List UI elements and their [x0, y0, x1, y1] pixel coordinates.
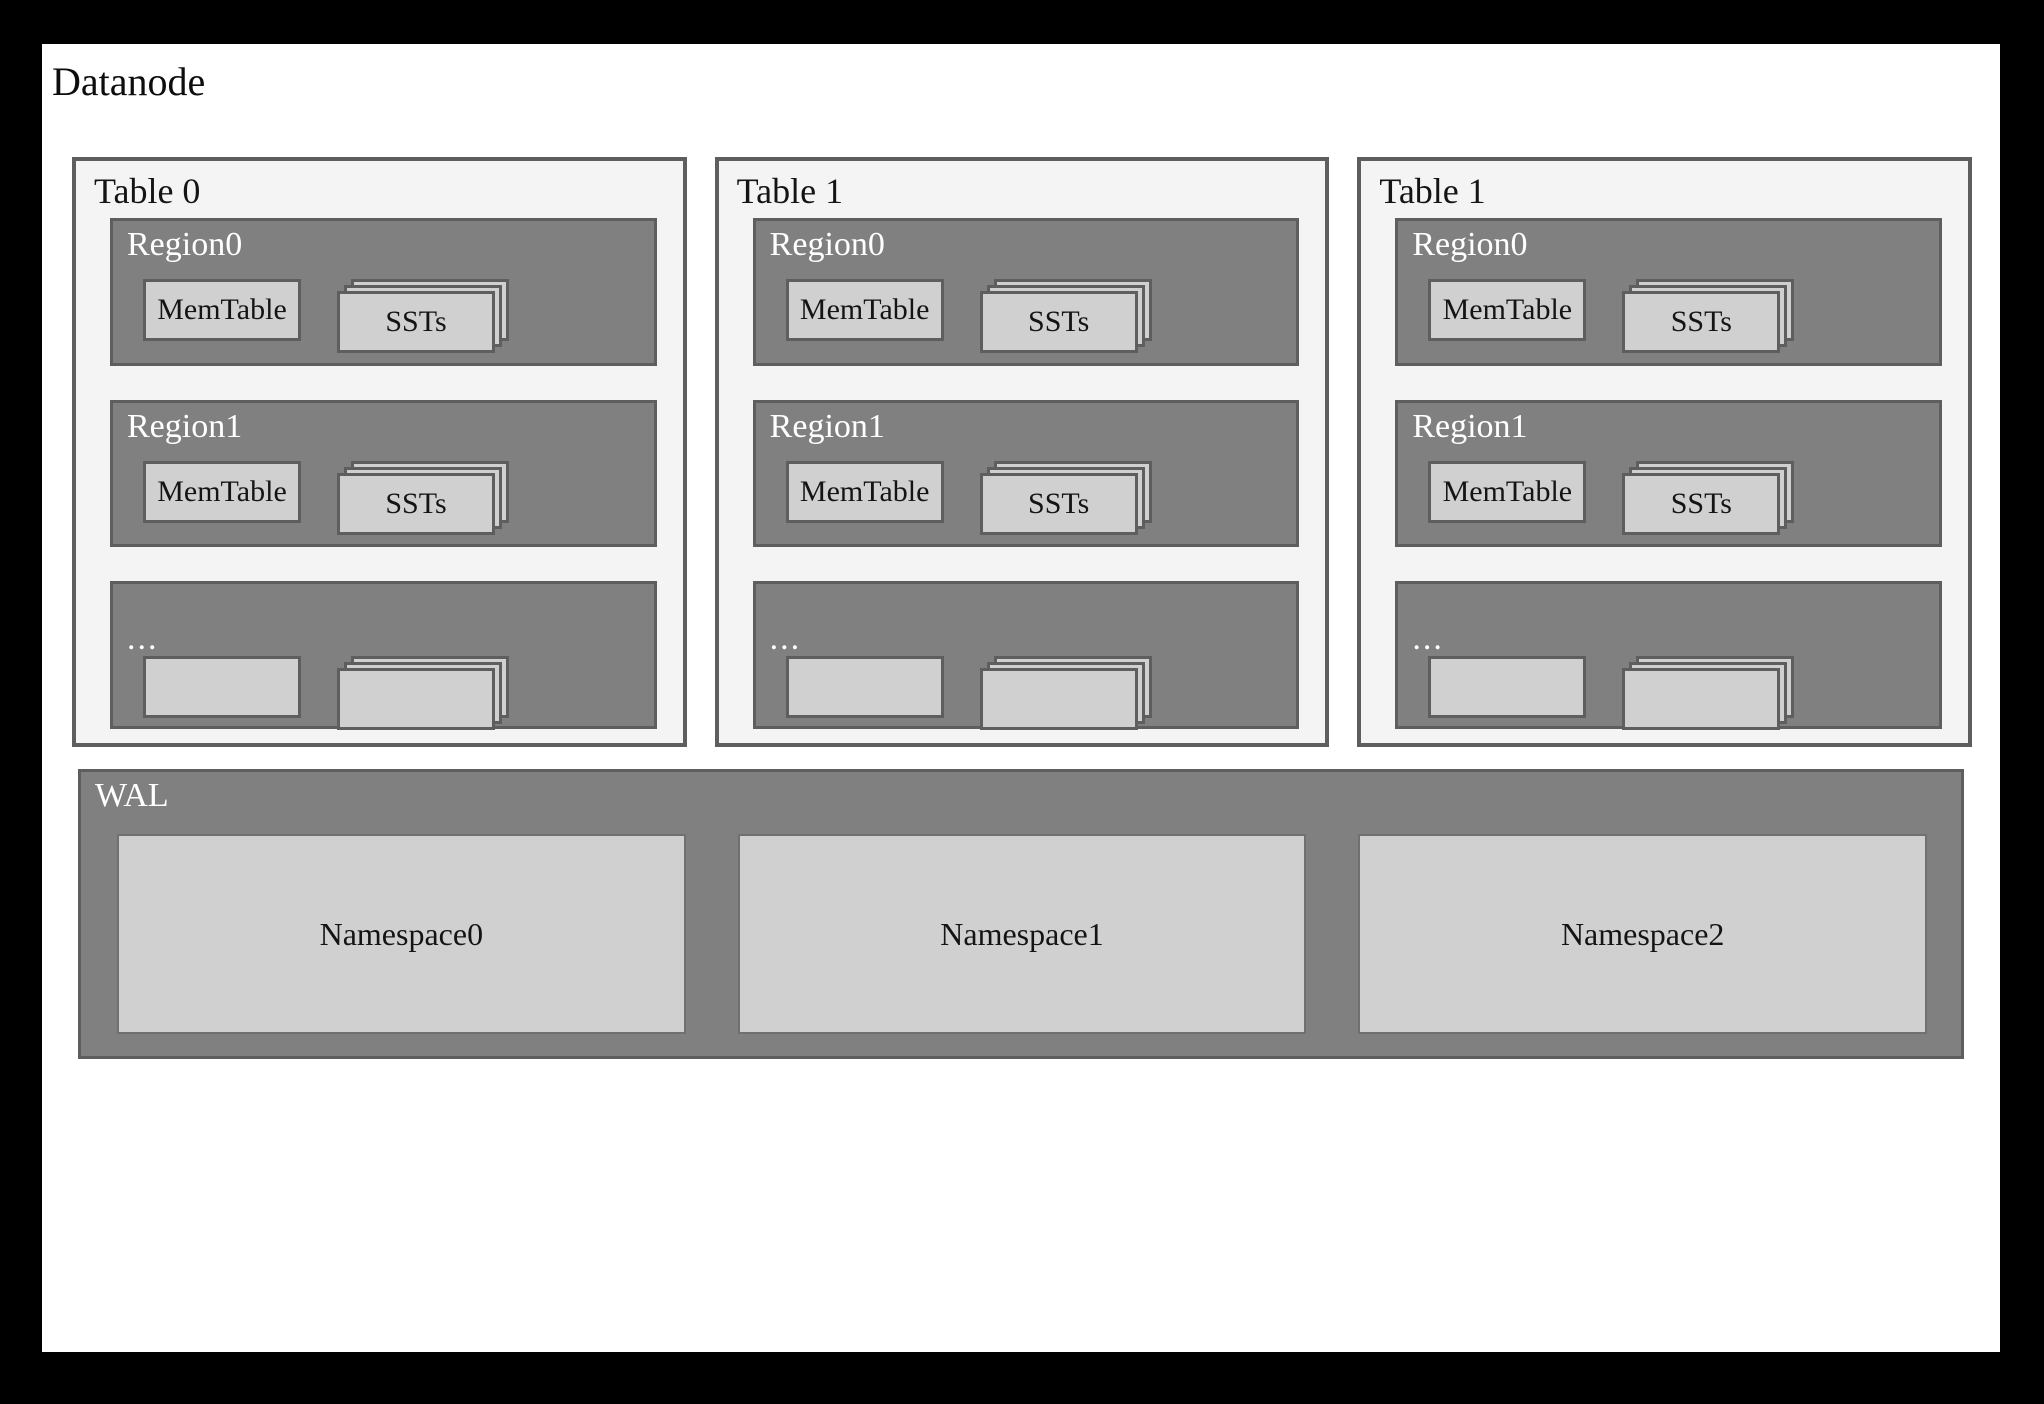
regions-wrap: Region0 MemTable SSTs Region1 — [752, 218, 1300, 731]
memtable-card[interactable]: MemTable — [1428, 279, 1587, 341]
page-title: Datanode — [52, 59, 206, 104]
region-label: Region0 — [127, 226, 243, 263]
sst-stack[interactable]: SSTs — [979, 460, 1152, 535]
sst-sheet-front[interactable]: SSTs — [979, 291, 1138, 353]
memtable-card[interactable]: MemTable — [785, 460, 944, 523]
region-body — [785, 656, 1279, 731]
sst-sheet-front[interactable]: SSTs — [1622, 291, 1781, 353]
regions-wrap: Region0 MemTable SSTs Region1 — [1395, 218, 1943, 731]
sst-stack[interactable]: SSTs — [1622, 460, 1795, 535]
table-panel-1[interactable]: Table 1 Region0 MemTable SSTs — [714, 157, 1330, 747]
memtable-card[interactable]: MemTable — [785, 279, 944, 341]
region-block[interactable]: Region0 MemTable SSTs — [752, 218, 1300, 366]
region-body: MemTable SSTs — [1428, 279, 1921, 353]
region-label: Region1 — [1412, 407, 1528, 445]
region-body: MemTable SSTs — [1428, 460, 1921, 535]
sst-stack-empty[interactable] — [337, 656, 509, 731]
sst-sheet-front[interactable] — [337, 668, 495, 731]
region-block[interactable]: Region0 MemTable SSTs — [110, 218, 657, 366]
sst-sheet-front[interactable] — [979, 668, 1138, 731]
sst-sheet-front[interactable]: SSTs — [1622, 472, 1781, 535]
region-block[interactable]: Region0 MemTable SSTs — [1395, 218, 1943, 366]
memtable-card-empty[interactable] — [1428, 656, 1587, 719]
region-body: MemTable SSTs — [785, 460, 1279, 535]
sst-stack[interactable]: SSTs — [337, 279, 509, 353]
sst-sheet-front[interactable]: SSTs — [979, 472, 1138, 535]
sst-stack[interactable]: SSTs — [1622, 279, 1795, 353]
table-panel-0[interactable]: Table 0 Region0 MemTable SSTs — [72, 157, 687, 747]
table-label: Table 1 — [1379, 171, 1486, 211]
region-body: MemTable SSTs — [143, 279, 636, 353]
wal-section[interactable]: WAL Namespace0 Namespace1 Namespace2 — [78, 769, 1964, 1059]
region-block-more[interactable]: ... — [1395, 581, 1943, 731]
namespace-box-0[interactable]: Namespace0 — [117, 834, 686, 1034]
namespace-box-2[interactable]: Namespace2 — [1358, 834, 1928, 1034]
region-body: MemTable SSTs — [143, 460, 636, 535]
region-block[interactable]: Region1 MemTable SSTs — [1395, 399, 1943, 548]
wal-label: WAL — [95, 777, 169, 814]
memtable-card-empty[interactable] — [785, 656, 944, 719]
regions-wrap: Region0 MemTable SSTs Region1 — [110, 218, 657, 731]
region-label: Region0 — [1412, 226, 1528, 263]
region-label: Region1 — [127, 407, 243, 445]
wal-body: Namespace0 Namespace1 Namespace2 — [117, 834, 1928, 1034]
table-label: Table 0 — [94, 171, 201, 211]
sst-sheet-front[interactable]: SSTs — [337, 291, 495, 353]
region-label: Region1 — [769, 407, 885, 445]
sst-sheet-front[interactable]: SSTs — [337, 472, 495, 535]
region-body — [143, 656, 636, 731]
region-block-more[interactable]: ... — [110, 581, 657, 731]
sst-stack-empty[interactable] — [979, 656, 1152, 731]
region-ellipsis-label: ... — [1412, 620, 1444, 658]
region-label: Region0 — [769, 226, 885, 263]
sst-stack[interactable]: SSTs — [979, 279, 1152, 353]
sst-sheet-front[interactable] — [1622, 668, 1781, 731]
region-block[interactable]: Region1 MemTable SSTs — [110, 399, 657, 548]
region-block[interactable]: Region1 MemTable SSTs — [752, 399, 1300, 548]
sst-stack[interactable]: SSTs — [337, 460, 509, 535]
memtable-card[interactable]: MemTable — [143, 460, 301, 523]
region-body — [1428, 656, 1921, 731]
sst-stack-empty[interactable] — [1622, 656, 1795, 731]
table-panel-2[interactable]: Table 1 Region0 MemTable SSTs — [1357, 157, 1973, 747]
namespace-box-1[interactable]: Namespace1 — [737, 834, 1307, 1034]
region-block-more[interactable]: ... — [752, 581, 1300, 731]
memtable-card[interactable]: MemTable — [1428, 460, 1587, 523]
diagram-canvas: Datanode Table 0 Region0 MemTable SSTs — [42, 44, 2000, 1352]
tables-row: Table 0 Region0 MemTable SSTs — [72, 157, 1973, 747]
table-label: Table 1 — [736, 171, 844, 211]
region-body: MemTable SSTs — [785, 279, 1279, 353]
region-ellipsis-label: ... — [769, 620, 802, 658]
memtable-card-empty[interactable] — [143, 656, 301, 719]
region-ellipsis-label: ... — [127, 620, 159, 658]
memtable-card[interactable]: MemTable — [143, 279, 301, 341]
